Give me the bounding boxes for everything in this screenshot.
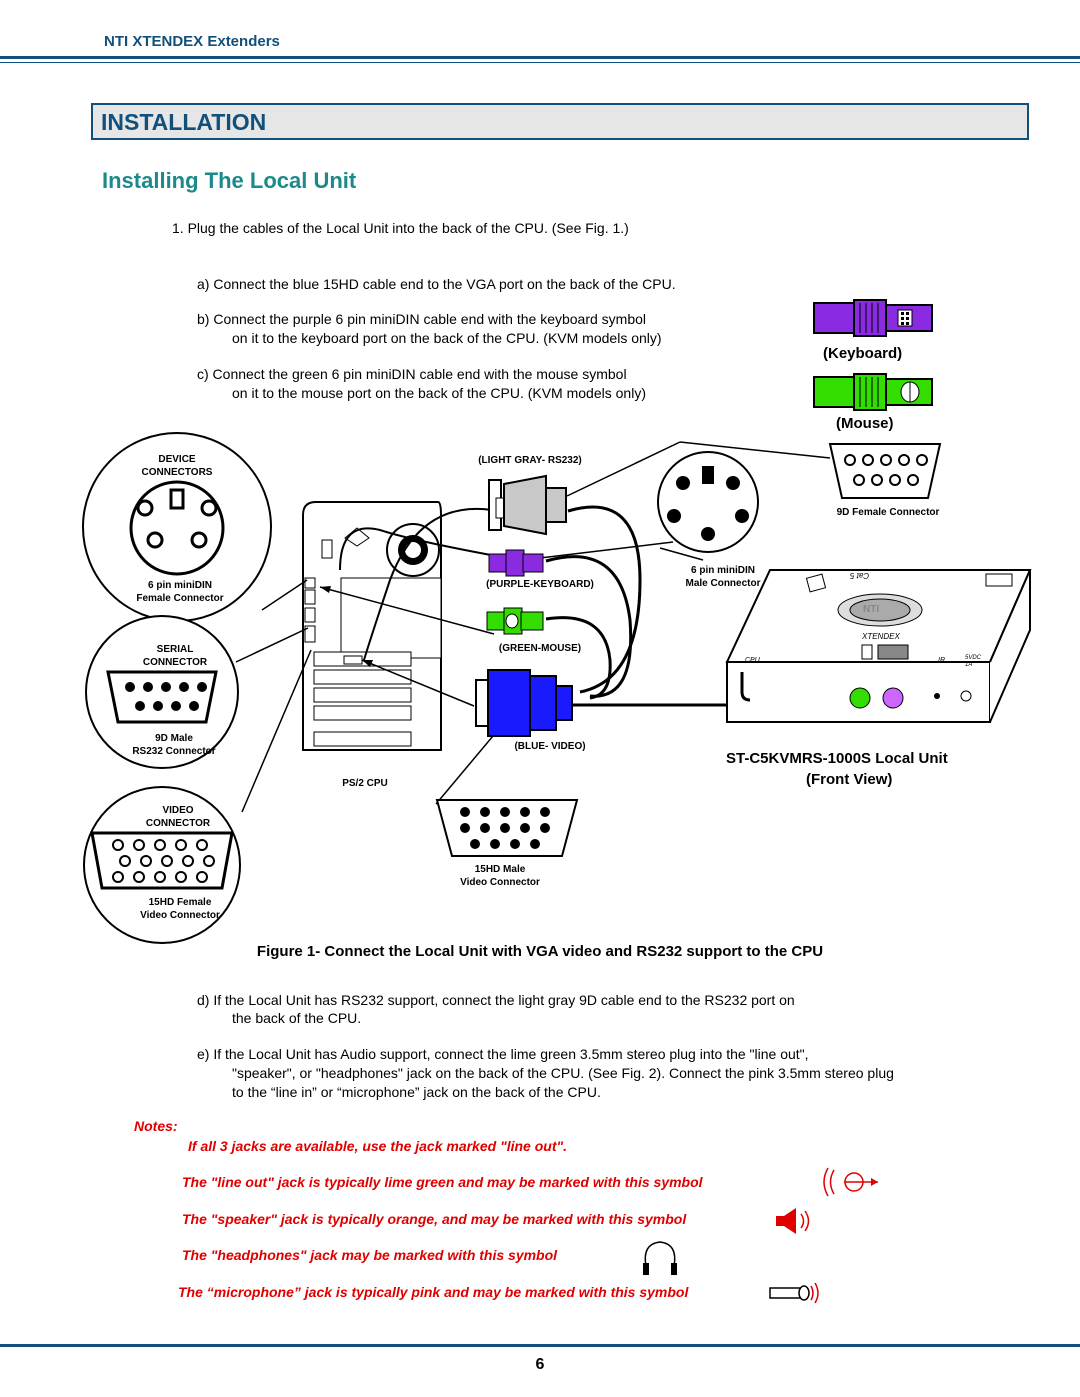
d9-female-label: 9D Female Connector: [836, 507, 940, 518]
step-e-line3: to the “line in” or “microphone” jack on…: [232, 1084, 601, 1100]
step-b-line2: on it to the keyboard port on the back o…: [232, 330, 662, 346]
minidin-male-icon: [657, 451, 759, 553]
connection-diagram: [82, 432, 1032, 944]
unit-logo: NTI: [863, 604, 880, 615]
blue-video-label: (BLUE- VIDEO): [514, 741, 586, 752]
note-2: The "line out" jack is typically lime gr…: [182, 1174, 703, 1190]
note-3: The "speaker" jack is typically orange, …: [182, 1211, 687, 1227]
local-unit-front-view: [725, 569, 1032, 723]
unit-title: ST-C5KVMRS-1000S Local Unit: [726, 750, 948, 767]
footer-rule: [0, 1344, 1080, 1347]
ps2-cpu-label: PS/2 CPU: [342, 778, 388, 789]
blue-video-plug-icon: [475, 669, 573, 737]
unit-port-ir: IR: [938, 657, 945, 664]
line-out-icon: [823, 1167, 878, 1197]
keyboard-mouse-plug-icons: [813, 299, 933, 411]
step-a: a) Connect the blue 15HD cable end to th…: [197, 276, 676, 292]
step-d-line1: d) If the Local Unit has RS232 support, …: [197, 992, 795, 1008]
purple-keyboard-plug-icon: [488, 549, 544, 577]
light-gray-label: (LIGHT GRAY- RS232): [478, 455, 582, 466]
microphone-icon: [769, 1282, 819, 1304]
step-e-line2: "speaker", or "headphones" jack on the b…: [232, 1065, 894, 1081]
section-banner: INSTALLATION: [91, 103, 1029, 140]
hd15-female-pins: [112, 839, 215, 883]
unit-port-cpu: CPU: [745, 657, 760, 664]
d9-female-icon: [828, 443, 942, 499]
document-header: NTI XTENDEX Extenders: [104, 33, 280, 50]
unit-cat5-label: Cat 5: [850, 571, 870, 580]
green-mouse-label: (GREEN-MOUSE): [498, 643, 582, 654]
keyboard-plug-icon: [813, 299, 933, 337]
step-c-line2: on it to the mouse port on the back of t…: [232, 385, 646, 401]
mouse-label: (Mouse): [836, 415, 894, 432]
note-4: The "headphones" jack may be marked with…: [182, 1247, 558, 1263]
step-1: 1. Plug the cables of the Local Unit int…: [172, 220, 629, 236]
step-d-line2: the back of the CPU.: [232, 1010, 362, 1026]
note-5: The “microphone” jack is typically pink …: [178, 1284, 689, 1300]
page-number: 6: [535, 1356, 545, 1373]
cpu-power-switch: [321, 539, 333, 559]
serial-pins: [125, 682, 207, 711]
hd15-male-icon: [435, 799, 579, 857]
purple-keyboard-label: (PURPLE-KEYBOARD): [486, 579, 594, 590]
notes-title: Notes:: [134, 1118, 178, 1134]
step-e-line1: e) If the Local Unit has Audio support, …: [197, 1046, 809, 1062]
rs232-plug-icon: [488, 474, 567, 536]
section-title: INSTALLATION: [101, 109, 267, 135]
mouse-plug-icon: [813, 373, 933, 411]
keyboard-label: (Keyboard): [823, 345, 903, 362]
header-rule-thin: [0, 62, 1080, 63]
serial-connector-icon: [106, 670, 218, 724]
note-1: If all 3 jacks are available, use the ja…: [188, 1138, 568, 1154]
subsection-title: Installing The Local Unit: [102, 168, 357, 193]
step-b-line1: b) Connect the purple 6 pin miniDIN cabl…: [197, 311, 647, 327]
speaker-icon: [776, 1208, 810, 1234]
figure-caption: Figure 1- Connect the Local Unit with VG…: [256, 943, 824, 960]
unit-brand: XTENDEX: [862, 632, 900, 641]
headphones-icon: [643, 1241, 677, 1275]
header-rule: [0, 56, 1080, 59]
unit-subtitle: (Front View): [806, 771, 893, 788]
green-mouse-plug-icon: [486, 607, 544, 635]
unit-port-power: 5VDC 1A: [965, 655, 982, 668]
minidin-female-icon: [129, 480, 225, 576]
step-c-line1: c) Connect the green 6 pin miniDIN cable…: [197, 366, 627, 382]
